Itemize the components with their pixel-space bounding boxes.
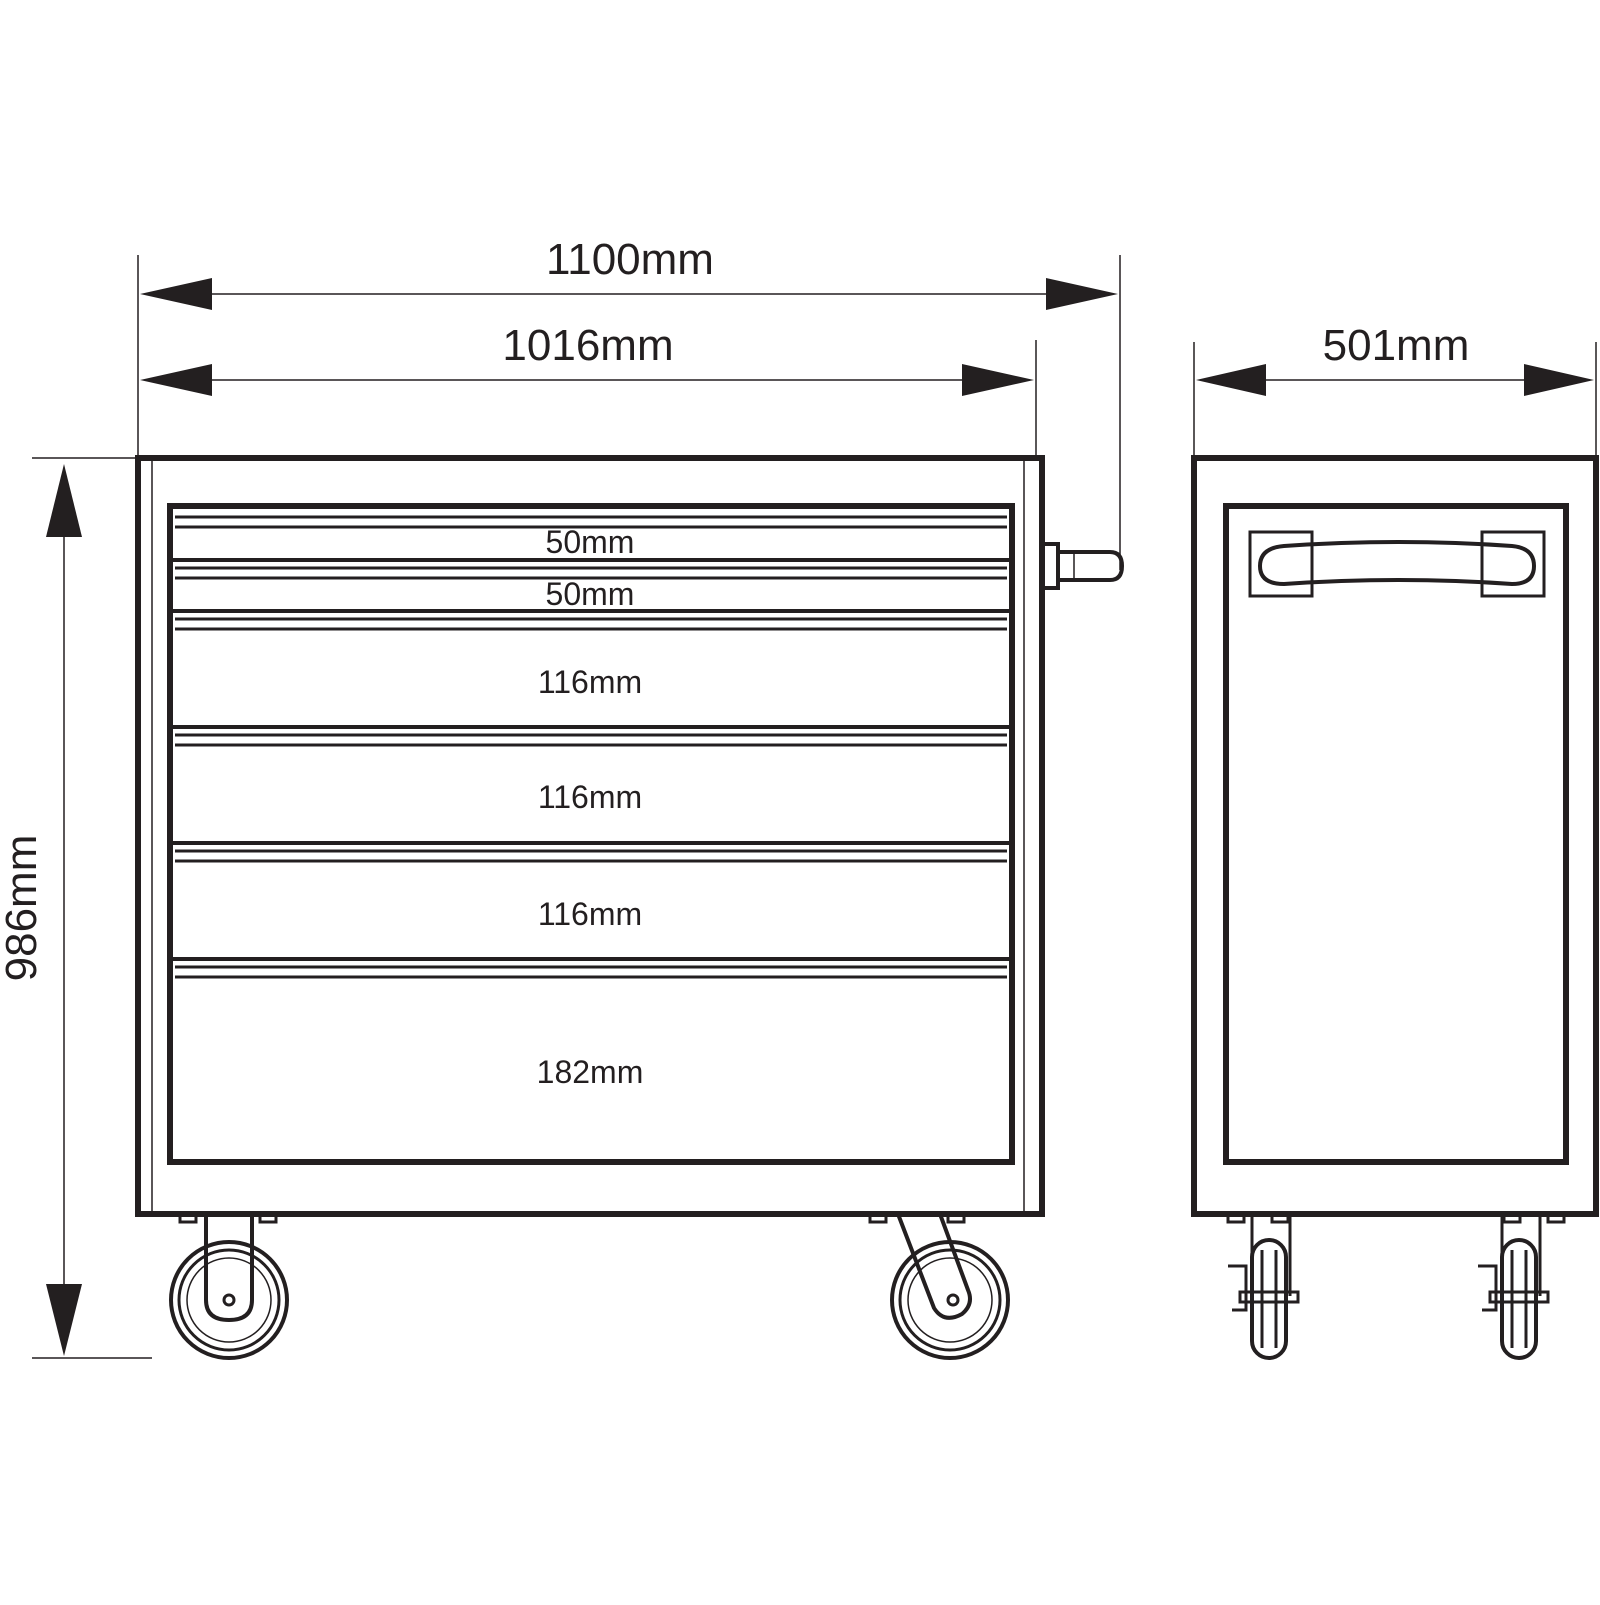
- arrow-up-icon: [46, 464, 82, 537]
- drawer-3-height-label: 116mm: [538, 664, 642, 700]
- drawer-3[interactable]: 116mm: [175, 617, 1007, 700]
- arrow-right-icon: [1524, 364, 1594, 396]
- drawer-6-height-label: 182mm: [537, 1054, 644, 1090]
- side-left-caster: [1228, 1214, 1300, 1360]
- front-view: 50mm 50mm 116mm 116mm 116mm: [135, 455, 1125, 1360]
- arrow-right-icon: [962, 364, 1034, 396]
- arrow-left-icon: [1196, 364, 1266, 396]
- side-inner-panel: [1223, 503, 1569, 1165]
- drawer-5[interactable]: 116mm: [175, 849, 1007, 932]
- drawer-4[interactable]: 116mm: [175, 733, 1007, 815]
- side-right-caster: [1478, 1214, 1550, 1360]
- depth-label: 501mm: [1323, 321, 1470, 370]
- drawer-frame: [167, 503, 1015, 1165]
- front-right-caster: [890, 1213, 1010, 1360]
- side-panel-handle[interactable]: [1248, 530, 1546, 598]
- drawer-2[interactable]: 50mm: [175, 566, 1007, 612]
- arrow-left-icon: [140, 364, 212, 396]
- drawer-2-height-label: 50mm: [546, 576, 635, 612]
- drawer-1-height-label: 50mm: [546, 524, 635, 560]
- arrow-right-icon: [1046, 278, 1118, 310]
- height-dimension: 986mm: [0, 457, 152, 1359]
- drawer-1[interactable]: 50mm: [175, 515, 1007, 560]
- drawer-4-height-label: 116mm: [538, 779, 642, 815]
- side-view: [1191, 455, 1599, 1360]
- arrow-down-icon: [46, 1284, 82, 1356]
- overall-width-label: 1100mm: [546, 235, 714, 284]
- overall-width-dimension: 1100mm: [137, 235, 1121, 570]
- height-label: 986mm: [0, 835, 46, 982]
- body-width-label: 1016mm: [502, 321, 673, 370]
- arrow-left-icon: [140, 278, 212, 310]
- depth-dimension: 501mm: [1193, 321, 1597, 455]
- drawer-6[interactable]: 182mm: [175, 965, 1007, 1090]
- drawer-5-height-label: 116mm: [538, 896, 642, 932]
- side-mounting-plates: [1226, 1212, 1566, 1224]
- front-left-caster: [169, 1214, 289, 1360]
- cabinet-body: [135, 455, 1045, 1217]
- side-panel: [1191, 455, 1599, 1217]
- caster-mounting-plates: [178, 1212, 966, 1224]
- side-handle[interactable]: [1040, 542, 1125, 590]
- body-width-dimension: 1016mm: [140, 321, 1037, 455]
